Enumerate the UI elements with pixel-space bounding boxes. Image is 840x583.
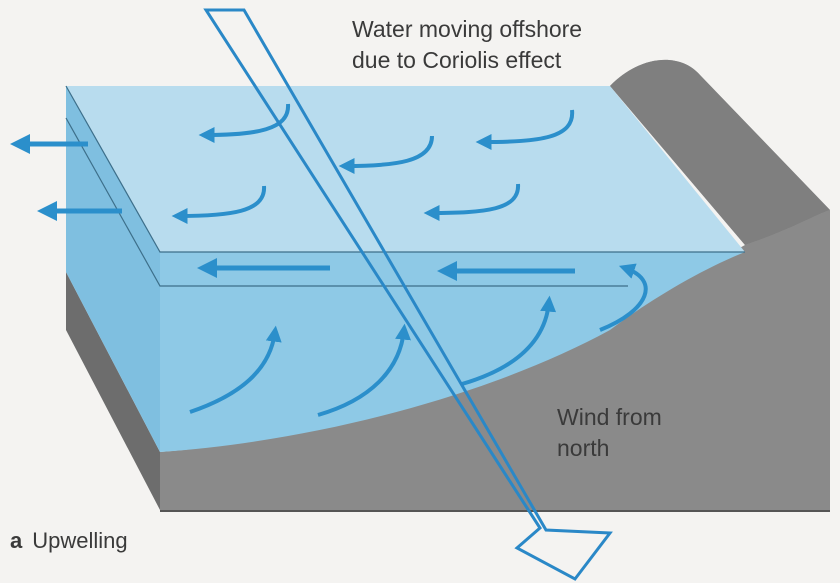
- figure-caption: a Upwelling: [10, 528, 128, 554]
- water-front: [160, 252, 745, 452]
- surface-arrow-1: [198, 103, 291, 143]
- coastal-land-face: [610, 59, 830, 245]
- coriolis-label-line-1: Water moving offshore: [352, 16, 583, 42]
- upwelling-arrow-2: [317, 323, 411, 417]
- seafloor-front: [160, 210, 830, 510]
- upwelling-arrow-1: [189, 325, 282, 414]
- wind-arrow: [203, 8, 613, 581]
- layer-arrow-3: [599, 263, 648, 332]
- water-left-side: [66, 86, 160, 452]
- surface-arrow-2: [338, 135, 434, 174]
- seafloor-bottom-edge: [160, 510, 830, 512]
- coriolis-label: Water moving offshore due to Coriolis ef…: [352, 14, 582, 76]
- surface-arrow-4: [171, 185, 267, 224]
- wind-label: Wind from north: [557, 402, 662, 464]
- seafloor-left-side: [66, 272, 160, 510]
- upwelling-arrow-3: [461, 295, 557, 386]
- surface-arrow-5: [423, 183, 521, 221]
- coriolis-label-line-2: due to Coriolis effect: [352, 47, 562, 73]
- wind-label-line-2: north: [557, 435, 610, 461]
- water-edge-line: [65, 85, 745, 253]
- surface-layer-line: [65, 117, 628, 287]
- caption-letter: a: [10, 528, 23, 553]
- surface-arrow-3: [475, 109, 575, 150]
- caption-text: Upwelling: [32, 528, 128, 553]
- wind-label-line-1: Wind from: [557, 404, 662, 430]
